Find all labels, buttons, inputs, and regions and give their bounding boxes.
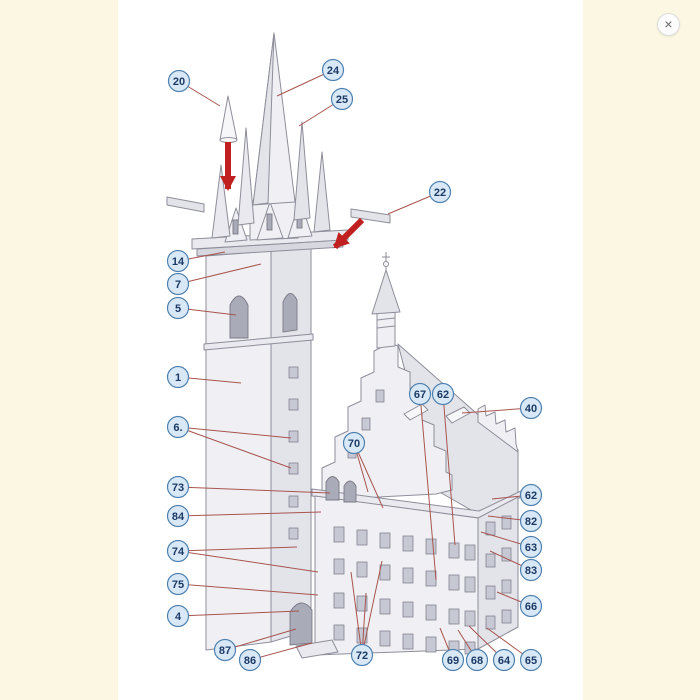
callout-67: 67 xyxy=(408,382,432,406)
svg-text:66: 66 xyxy=(525,601,537,613)
svg-text:69: 69 xyxy=(447,655,459,667)
svg-text:64: 64 xyxy=(498,655,511,667)
callout-68: 68 xyxy=(465,648,489,672)
svg-text:73: 73 xyxy=(172,482,184,494)
svg-text:62: 62 xyxy=(525,490,537,502)
callout-5: 5 xyxy=(166,296,190,320)
callout-7: 7 xyxy=(166,272,190,296)
callout-14: 14 xyxy=(166,249,190,273)
svg-text:1: 1 xyxy=(175,372,181,384)
svg-text:70: 70 xyxy=(348,438,360,450)
svg-text:40: 40 xyxy=(525,403,537,415)
svg-text:68: 68 xyxy=(471,655,483,667)
tower-illustration xyxy=(166,32,391,659)
callout-22: 22 xyxy=(428,180,452,204)
svg-text:82: 82 xyxy=(525,516,537,528)
svg-text:75: 75 xyxy=(172,579,184,591)
svg-text:4: 4 xyxy=(175,611,182,623)
svg-text:5: 5 xyxy=(175,303,181,315)
callout-84: 84 xyxy=(166,504,190,528)
callout-4: 4 xyxy=(166,604,190,628)
callout-87: 87 xyxy=(213,638,237,662)
svg-text:20: 20 xyxy=(173,76,185,88)
callout-74: 74 xyxy=(166,539,190,563)
callout-83: 83 xyxy=(519,558,543,582)
callout-1: 1 xyxy=(166,365,190,389)
svg-text:83: 83 xyxy=(525,565,537,577)
svg-text:67: 67 xyxy=(414,389,426,401)
callout-62: 62 xyxy=(519,483,543,507)
callout-65: 65 xyxy=(519,648,543,672)
callout-75: 75 xyxy=(166,572,190,596)
building-illustration xyxy=(311,252,522,656)
svg-text:25: 25 xyxy=(336,94,348,106)
callout-69: 69 xyxy=(441,648,465,672)
callout-40: 40 xyxy=(519,396,543,420)
svg-text:86: 86 xyxy=(244,655,256,667)
svg-text:65: 65 xyxy=(525,655,537,667)
svg-text:7: 7 xyxy=(175,279,181,291)
svg-text:24: 24 xyxy=(327,65,340,77)
svg-text:74: 74 xyxy=(172,546,185,558)
callout-24: 24 xyxy=(321,58,345,82)
callout-25: 25 xyxy=(330,87,354,111)
callout-62: 62 xyxy=(431,382,455,406)
close-button[interactable]: × xyxy=(657,13,680,36)
svg-text:84: 84 xyxy=(172,511,185,523)
svg-text:62: 62 xyxy=(437,389,449,401)
arrows-layer xyxy=(220,142,365,250)
callout-86: 86 xyxy=(238,648,262,672)
callout-82: 82 xyxy=(519,509,543,533)
callout-64: 64 xyxy=(492,648,516,672)
callout-73: 73 xyxy=(166,475,190,499)
svg-text:72: 72 xyxy=(356,650,368,662)
callout-20: 20 xyxy=(167,69,191,93)
callout-6.: 6. xyxy=(166,415,190,439)
callout-63: 63 xyxy=(519,535,543,559)
callout-70: 70 xyxy=(342,431,366,455)
svg-text:87: 87 xyxy=(219,645,231,657)
callout-66: 66 xyxy=(519,594,543,618)
callout-72: 72 xyxy=(350,643,374,667)
svg-text:22: 22 xyxy=(434,187,446,199)
svg-text:14: 14 xyxy=(172,256,185,268)
svg-text:63: 63 xyxy=(525,542,537,554)
svg-text:6.: 6. xyxy=(173,422,182,434)
